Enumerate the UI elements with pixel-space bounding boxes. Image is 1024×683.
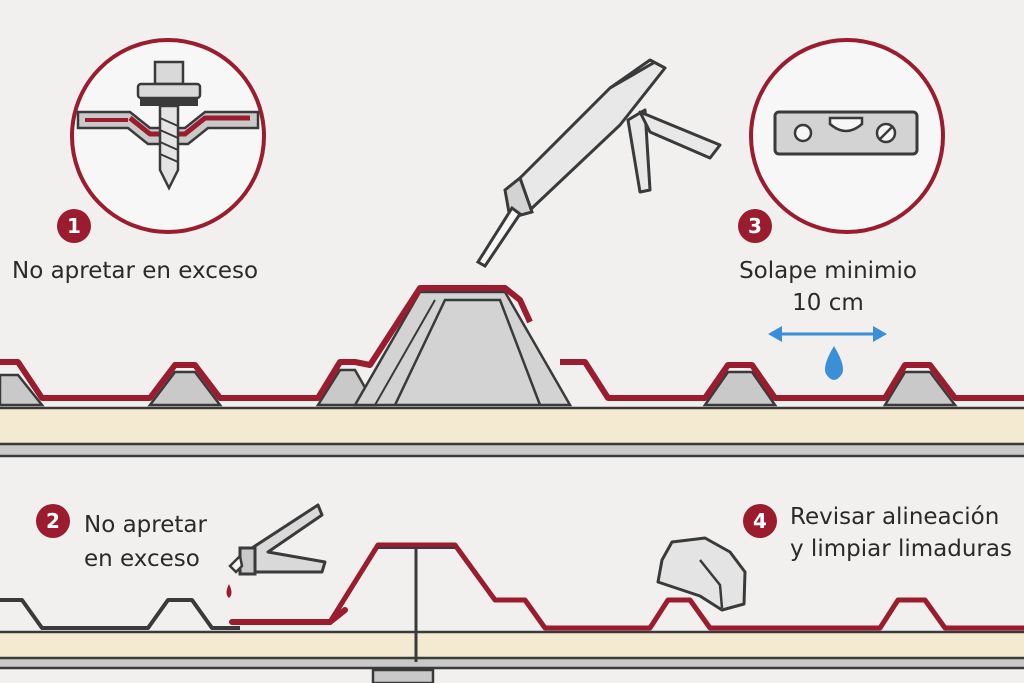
step-3-label-line-1: Solape minimio <box>739 258 917 284</box>
step-2-number: 2 <box>46 509 60 533</box>
step-2-detail: 2 No apretar en exceso <box>36 503 327 598</box>
step-2-label-line-2: en exceso <box>84 546 200 572</box>
step-3-number: 3 <box>748 214 762 238</box>
step-4-label-line-2: y limpiar limaduras <box>790 536 1012 562</box>
step-1-number: 1 <box>67 214 81 238</box>
overlap-rib <box>352 290 573 407</box>
bottom-support-beam <box>0 658 1024 668</box>
caulking-gun-icon <box>475 58 722 268</box>
self-drilling-screw-icon <box>76 60 260 191</box>
top-panel-ribs <box>0 368 958 407</box>
step-4-number: 4 <box>753 509 767 533</box>
top-support-beam <box>0 444 1024 456</box>
step-3-detail: 3 Solape minimio 10 cm <box>738 38 945 380</box>
sealant-tube-icon <box>226 503 327 598</box>
bottom-roof-panel <box>0 542 1024 683</box>
top-roof-panel <box>0 285 1024 458</box>
step-4-detail: 4 Revisar alineación y limpiar limaduras <box>656 504 1012 612</box>
step-4-badge <box>743 504 777 538</box>
bottom-sheet-profile-right <box>327 542 1024 631</box>
step-1-badge <box>57 209 91 243</box>
bottom-sheet-profile-left <box>0 598 240 630</box>
spirit-level-icon <box>773 110 919 156</box>
step-3-label-line-2: 10 cm <box>792 290 864 316</box>
step-2-label-line-1: No apretar <box>84 512 207 538</box>
step-4-label-line-1: Revisar alineación <box>790 504 999 530</box>
step-3-badge <box>738 209 772 243</box>
top-insulation-layer <box>0 408 1024 444</box>
top-sheet-profile-left <box>0 285 533 401</box>
double-arrow-icon <box>768 326 887 342</box>
sealant-bead <box>229 607 348 625</box>
water-drop-icon <box>825 346 843 380</box>
cleaning-cloth-icon <box>656 536 747 612</box>
step-1-detail: 1 No apretar en exceso <box>12 38 266 284</box>
step-2-badge <box>36 504 70 538</box>
bottom-insulation-layer <box>0 632 1024 658</box>
purlin-bracket <box>371 668 435 683</box>
step-1-label: No apretar en exceso <box>12 258 258 284</box>
top-sheet-profile-right <box>560 359 1024 401</box>
